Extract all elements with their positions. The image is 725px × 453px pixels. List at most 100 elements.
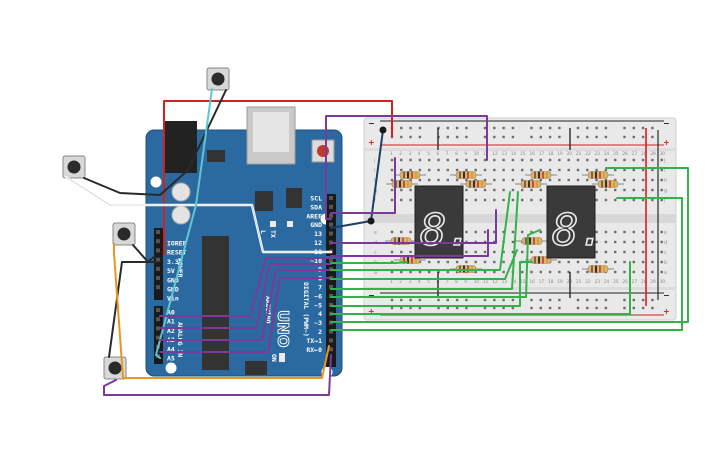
header-pin[interactable]: [156, 248, 160, 253]
seven-segment-display-1[interactable]: 8.: [414, 185, 474, 259]
wire-purple-seg-1[interactable]: [330, 157, 396, 214]
column-number-top: 30: [660, 151, 666, 156]
breadboard-hole: [446, 178, 449, 182]
wire-purple-analog-4[interactable]: [159, 277, 332, 353]
header-pin[interactable]: [329, 258, 333, 263]
header-pin[interactable]: [156, 326, 160, 331]
header-pin[interactable]: [329, 285, 333, 289]
header-pin[interactable]: [156, 308, 160, 312]
resistor: [394, 171, 426, 179]
header-pin[interactable]: [329, 231, 333, 236]
pin-label: RESET: [167, 249, 187, 257]
wire-orange[interactable]: [113, 243, 330, 379]
header-pin[interactable]: [329, 204, 333, 209]
rail-hole: [548, 298, 552, 302]
breadboard-hole: [660, 178, 663, 182]
header-pin[interactable]: [329, 196, 333, 200]
wire-purple-analog-3[interactable]: [159, 269, 332, 341]
breadboard-hole: [474, 270, 477, 274]
rail-plus-sign-top-left: +: [368, 138, 375, 147]
breadboard-hole: [586, 270, 589, 274]
breadboard-hole: [446, 168, 449, 172]
row-letter: c: [374, 250, 377, 256]
header-pin[interactable]: [329, 302, 333, 307]
wire-green-9[interactable]: [330, 197, 683, 331]
breadboard-hole: [502, 158, 505, 162]
header-pin[interactable]: [156, 239, 160, 244]
pin-label: GND: [167, 276, 179, 284]
header-pin[interactable]: [329, 329, 333, 334]
breadboard-hole: [539, 188, 542, 192]
column-number-bottom: 29: [650, 279, 656, 284]
rail-hole: [530, 298, 533, 302]
breadboard-hole: [604, 260, 608, 264]
pin-label: SCL: [310, 195, 322, 203]
rail-hole: [548, 135, 552, 139]
wire-green-1[interactable]: [330, 261, 408, 264]
breadboard-hole: [483, 230, 487, 234]
breadboard-hole: [623, 168, 626, 172]
header-pin[interactable]: [329, 338, 333, 343]
rail-hole: [455, 135, 459, 139]
wire-purple-analog-2[interactable]: [159, 263, 332, 329]
rail-hole: [632, 135, 635, 139]
wire-green-5[interactable]: [330, 229, 541, 298]
wire-green-2[interactable]: [330, 191, 511, 271]
header-pin[interactable]: [329, 213, 333, 218]
l-label: L: [259, 230, 267, 234]
header-pin[interactable]: [156, 285, 160, 290]
pin-label: AREF: [306, 212, 322, 220]
breadboard-hole: [521, 250, 524, 254]
wire-purple-seg-2[interactable]: [330, 209, 497, 244]
rail-hole: [595, 298, 598, 302]
wire-green-8[interactable]: [330, 167, 689, 323]
row-letter: e: [374, 230, 377, 236]
breadboard-hole: [641, 260, 645, 264]
arduino-uno-board[interactable]: TX L ON UNO ARDUINO DIGITAL (PWM~) POWER…: [145, 106, 343, 378]
wire-cyan[interactable]: [155, 88, 213, 359]
breadboard-hole: [660, 250, 663, 254]
wire-green-6[interactable]: [330, 261, 533, 307]
push-button-1[interactable]: [206, 67, 230, 91]
wire-purple-seg-3[interactable]: [330, 229, 489, 257]
push-button-4[interactable]: [103, 356, 127, 380]
header-pin[interactable]: [329, 222, 333, 227]
breadboard-hole: [548, 158, 552, 162]
breadboard-hole: [632, 250, 635, 254]
wire-purple-analog-1[interactable]: [159, 257, 332, 317]
wire-purple-top[interactable]: [325, 115, 488, 220]
rail-hole: [548, 306, 552, 310]
header-pin[interactable]: [329, 347, 333, 352]
seven-segment-display-2[interactable]: 8.: [546, 185, 606, 259]
wire-purple-bottom[interactable]: [103, 354, 332, 396]
breadboard-hole: [604, 250, 608, 254]
breadboard-hole: [660, 230, 663, 234]
column-number-top: 28: [641, 151, 647, 156]
rail-hole: [595, 306, 598, 310]
rail-hole: [502, 135, 505, 139]
header-pin[interactable]: [156, 230, 160, 234]
rail-hole: [632, 306, 635, 310]
wire-green-4[interactable]: [330, 191, 519, 290]
wire-black-button-4[interactable]: [108, 261, 159, 358]
icsp-header: [245, 361, 267, 375]
breadboard-hole: [474, 250, 477, 254]
header-pin[interactable]: [156, 257, 160, 262]
header-pin[interactable]: [156, 276, 160, 280]
breadboard-hole: [539, 198, 542, 202]
rail-minus-sign-top-left: −: [368, 119, 375, 128]
wire-black-button-1[interactable]: [83, 89, 227, 196]
wire-red-power[interactable]: [163, 100, 393, 256]
push-button-2[interactable]: [62, 155, 86, 179]
rail-hole: [604, 126, 608, 130]
wire-green-7[interactable]: [330, 261, 631, 315]
header-pin[interactable]: [156, 317, 160, 322]
header-pin[interactable]: [329, 293, 333, 298]
column-number-top: 5: [427, 151, 430, 156]
header-pin[interactable]: [156, 335, 160, 340]
rail-hole: [651, 298, 654, 302]
rail-hole: [511, 306, 515, 310]
push-button-3[interactable]: [112, 222, 136, 246]
breadboard-hole: [400, 198, 403, 202]
header-pin[interactable]: [156, 266, 160, 271]
